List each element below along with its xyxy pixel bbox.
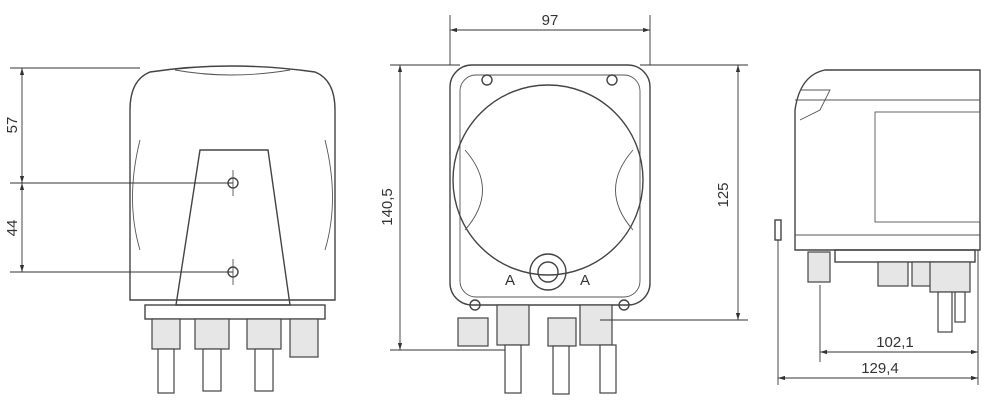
dim-57: 57 [4,117,21,134]
fittings [457,304,617,395]
dim-125: 125 [715,182,732,207]
left-view: 57 44 [4,65,336,394]
dim-97: 97 [542,12,559,29]
pump-head-cover [452,84,644,276]
front-view: A A 97 140,5 125 [379,12,748,395]
svg-text:A: A [505,272,515,289]
fittings [151,318,319,394]
dim-129-4: 129,4 [861,360,899,377]
dim-140-5: 140,5 [379,188,396,226]
dim-44: 44 [4,220,21,237]
dim-102-1: 102,1 [876,334,914,351]
svg-text:A: A [580,272,590,289]
side-view: 102,1 129,4 [774,69,981,385]
fittings [807,251,971,333]
